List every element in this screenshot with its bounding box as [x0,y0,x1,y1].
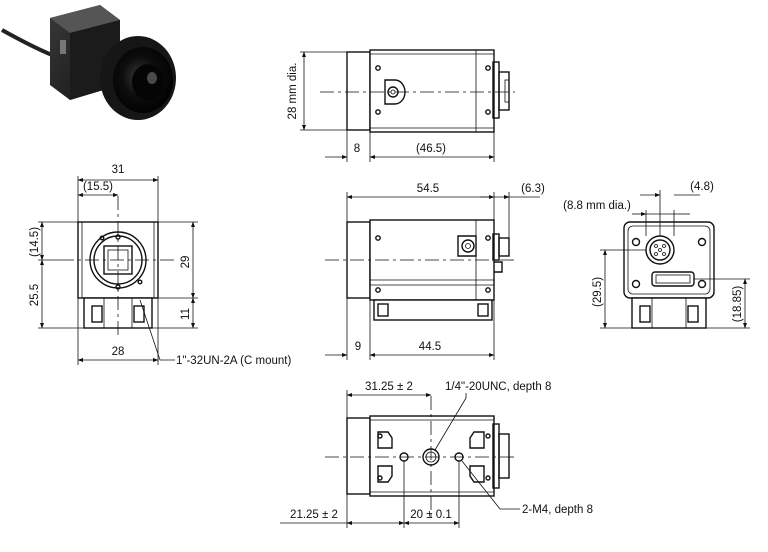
top-dim-left: 8 [354,143,360,155]
bottom-tripod-thread: 1/4"-20UNC, depth 8 [445,381,551,393]
rear-connector-offset: (4.8) [690,181,714,193]
front-half-width: (15.5) [83,181,113,193]
rear-connector-dia: (8.8 mm dia.) [563,200,631,212]
top-dim-body: (46.5) [416,143,446,155]
side-body: 44.5 [419,341,441,353]
side-view: 54.5 (6.3) 9 44.5 [325,183,545,360]
front-lower-height: 25.5 [29,284,41,306]
rear-height-left: (29.5) [592,277,604,307]
bottom-lens-offset: 21.25 ± 2 [290,509,338,521]
front-foot-height: 11 [180,308,192,320]
rear-view: (8.8 mm dia.) (4.8) (29.5) (18.85) [563,181,750,329]
bottom-view: 31.25 ± 2 1/4"-20UNC, depth 8 21.25 ± 2 … [280,381,593,528]
front-upper-offset: (14.5) [29,227,41,257]
side-length: 54.5 [417,183,439,195]
front-body-height: 29 [180,256,192,269]
camera-photo [1,5,176,120]
bottom-tripod-pos: 31.25 ± 2 [365,381,413,393]
front-bottom-width: 28 [112,346,125,358]
bottom-holes: 2-M4, depth 8 [522,504,593,516]
side-lens: 9 [355,341,361,353]
front-view: 31 (15.5) (14.5) 25.5 29 11 28 1"-32UN-2… [29,164,291,367]
side-connector: (6.3) [521,183,545,195]
bottom-hole-spacing: 20 ± 0.1 [410,509,451,521]
front-width: 31 [112,164,125,176]
rear-height-right: (18.85) [732,286,744,323]
front-mount-note: 1"-32UN-2A (C mount) [176,355,291,367]
top-dia-label: 28 mm dia. [287,63,299,120]
top-view: 28 mm dia. 8 (46.5) [287,49,515,162]
